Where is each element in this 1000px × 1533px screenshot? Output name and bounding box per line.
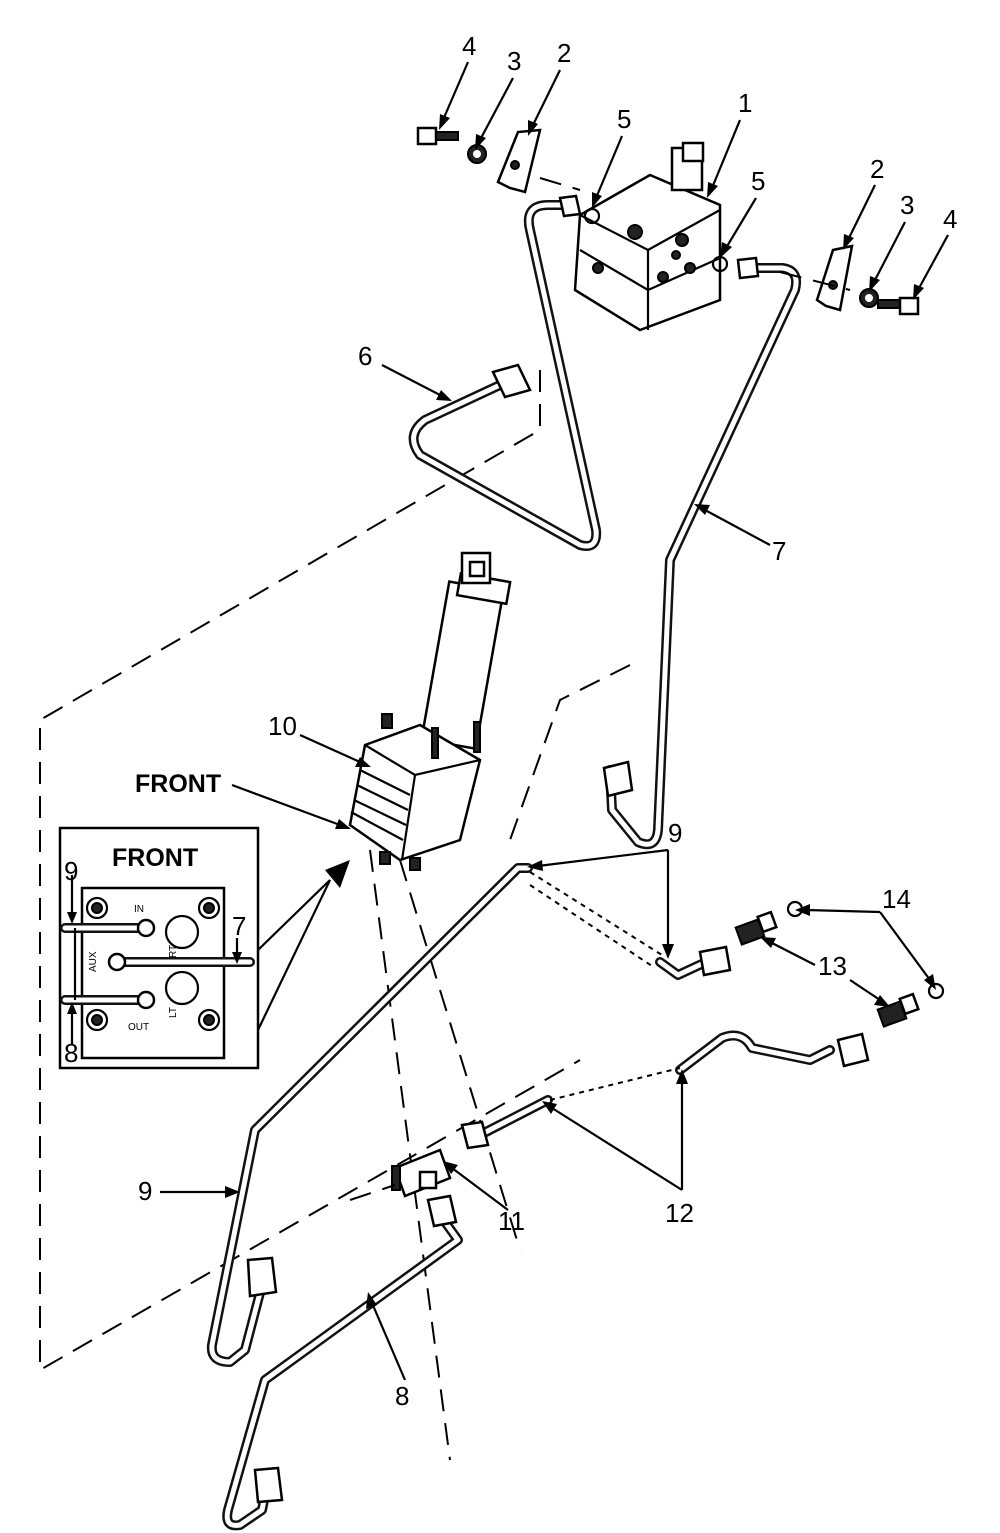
inset-callout-8: 8	[64, 1038, 78, 1068]
port-label-lt: LT	[168, 1007, 179, 1018]
inset-callout-9: 9	[64, 856, 78, 886]
inset-callout-7: 7	[232, 911, 246, 941]
steering-unit-10	[348, 551, 512, 871]
port-label-out: OUT	[128, 1022, 149, 1033]
callout-3-right: 3	[900, 190, 914, 220]
callout-4-left: 4	[462, 31, 476, 61]
callout-9-upper: 9	[668, 818, 682, 848]
fitting-13-upper	[734, 910, 778, 946]
callout-9-lower: 9	[138, 1176, 152, 1206]
callout-10: 10	[268, 711, 297, 741]
callout-5-right: 5	[751, 166, 765, 196]
bracket-2-left	[496, 128, 542, 194]
tube-8	[222, 1194, 463, 1531]
callout-5-left: 5	[617, 104, 631, 134]
callout-2-right: 2	[870, 154, 884, 184]
front-port-inset	[58, 826, 260, 1070]
callout-3-left: 3	[507, 46, 521, 76]
callout-13: 13	[818, 951, 847, 981]
tee-fitting-11	[349, 1148, 452, 1201]
tube-12	[460, 1030, 870, 1150]
tube-6	[408, 194, 602, 551]
callout-8: 8	[395, 1381, 409, 1411]
front-label-main: FRONT	[135, 770, 221, 798]
valve-body-1	[573, 141, 722, 332]
callout-7: 7	[772, 536, 786, 566]
washer-3-left	[467, 144, 487, 164]
tube-7	[602, 256, 802, 850]
callout-12: 12	[665, 1198, 694, 1228]
port-label-aux: AUX	[88, 951, 99, 972]
washer-3-right	[859, 288, 879, 308]
tube-9	[206, 863, 732, 1367]
inset-title: FRONT	[112, 844, 198, 872]
screw-4-left	[416, 126, 459, 146]
callout-2-left: 2	[557, 38, 571, 68]
leader-lines	[67, 61, 949, 1381]
callout-6: 6	[358, 341, 372, 371]
port-label-rt: RT	[168, 945, 179, 958]
o-ring-14-lower	[927, 982, 945, 1000]
callout-1: 1	[738, 88, 752, 118]
callout-14: 14	[882, 884, 911, 914]
bracket-2-right	[815, 244, 854, 312]
port-label-in: IN	[134, 904, 144, 915]
screw-4-right	[877, 296, 920, 316]
dashed-mounting-outline	[39, 370, 631, 1461]
callout-4-right: 4	[943, 204, 957, 234]
o-ring-5-left	[583, 207, 601, 225]
callout-11: 11	[498, 1206, 525, 1236]
o-ring-5-right	[711, 255, 729, 273]
fitting-13-lower	[876, 992, 920, 1028]
